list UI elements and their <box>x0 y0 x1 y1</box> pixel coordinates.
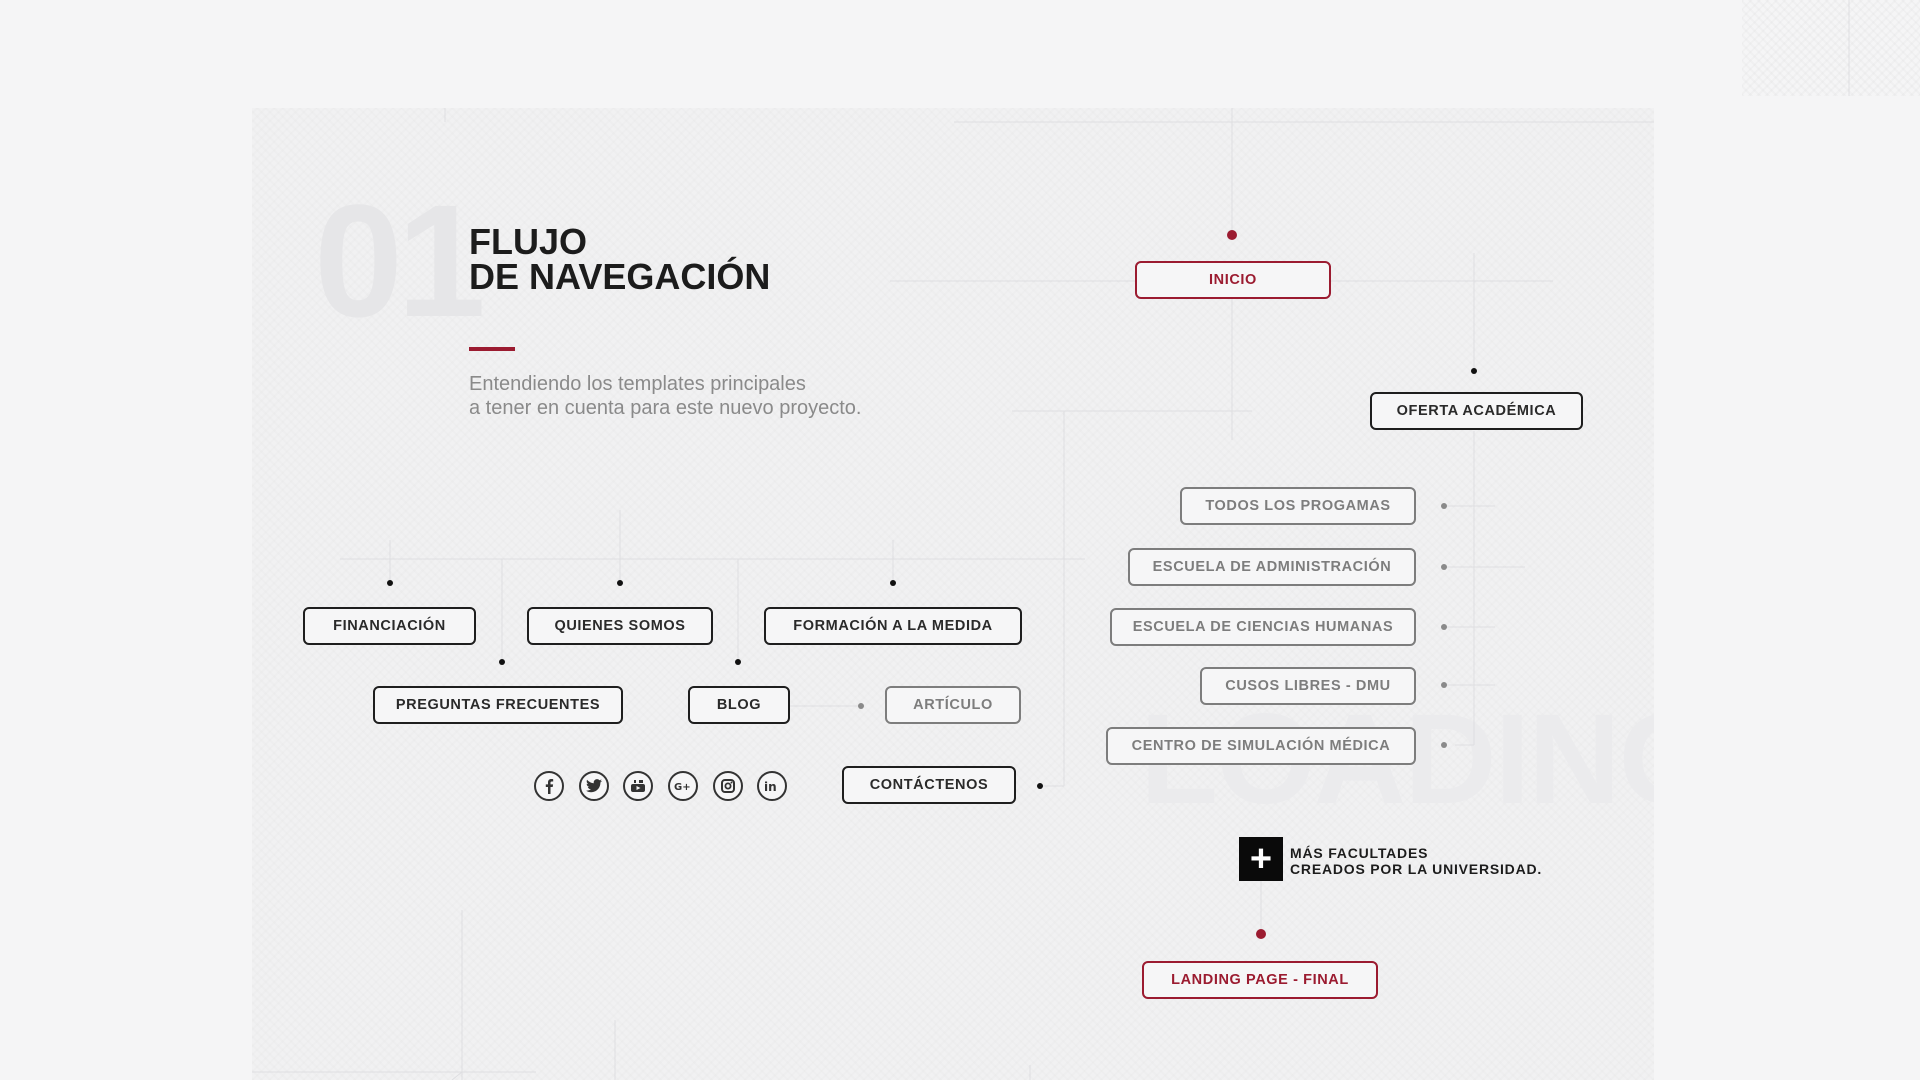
diagram-background <box>252 108 1654 1080</box>
twitter-icon[interactable] <box>579 771 609 801</box>
more-faculties-line-2: CREADOS POR LA UNIVERSIDAD. <box>1290 861 1543 877</box>
node-articulo[interactable]: ARTÍCULO <box>885 686 1021 724</box>
node-oferta-academica[interactable]: OFERTA ACADÉMICA <box>1370 392 1583 430</box>
node-centro-simulacion[interactable]: CENTRO DE SIMULACIÓN MÉDICA <box>1106 727 1416 765</box>
node-financiacion[interactable]: FINANCIACIÓN <box>303 607 476 645</box>
title-line-1: FLUJO <box>469 221 588 262</box>
section-number: 01 <box>314 171 486 350</box>
more-faculties-line-1: MÁS FACULTADES <box>1290 845 1429 861</box>
title-line-2: DE NAVEGACIÓN <box>469 256 771 297</box>
node-quienes-somos[interactable]: QUIENES SOMOS <box>527 607 713 645</box>
node-landing-page-final[interactable]: LANDING PAGE - FINAL <box>1142 961 1378 999</box>
node-contactenos[interactable]: CONTÁCTENOS <box>842 766 1016 804</box>
node-formacion-medida[interactable]: FORMACIÓN A LA MEDIDA <box>764 607 1022 645</box>
subtitle: Entendiendo los templates principales a … <box>469 372 862 420</box>
instagram-icon[interactable] <box>713 771 743 801</box>
facebook-icon[interactable] <box>534 771 564 801</box>
corner-pattern <box>1742 0 1920 96</box>
node-todos-los-programas[interactable]: TODOS LOS PROGAMAS <box>1180 487 1416 525</box>
node-blog[interactable]: BLOG <box>688 686 790 724</box>
node-preguntas-frecuentes[interactable]: PREGUNTAS FRECUENTES <box>373 686 623 724</box>
page-title: FLUJO DE NAVEGACIÓN <box>469 221 771 297</box>
node-escuela-ciencias-humanas[interactable]: ESCUELA DE CIENCIAS HUMANAS <box>1110 608 1416 646</box>
google-plus-icon[interactable]: G+ <box>668 771 698 801</box>
youtube-icon[interactable] <box>623 771 653 801</box>
accent-bar <box>469 347 515 351</box>
node-cursos-libres[interactable]: CUSOS LIBRES - DMU <box>1200 667 1416 705</box>
subtitle-line-2: a tener en cuenta para este nuevo proyec… <box>469 397 862 419</box>
more-faculties-label: MÁS FACULTADES CREADOS POR LA UNIVERSIDA… <box>1290 845 1542 877</box>
node-escuela-administracion[interactable]: ESCUELA DE ADMINISTRACIÓN <box>1128 548 1416 586</box>
add-faculty-button[interactable]: + <box>1239 837 1283 881</box>
svg-text:G+: G+ <box>674 782 691 792</box>
linkedin-icon[interactable]: in <box>757 771 787 801</box>
node-inicio[interactable]: INICIO <box>1135 261 1331 299</box>
svg-text:in: in <box>764 780 777 793</box>
subtitle-line-1: Entendiendo los templates principales <box>469 373 806 395</box>
